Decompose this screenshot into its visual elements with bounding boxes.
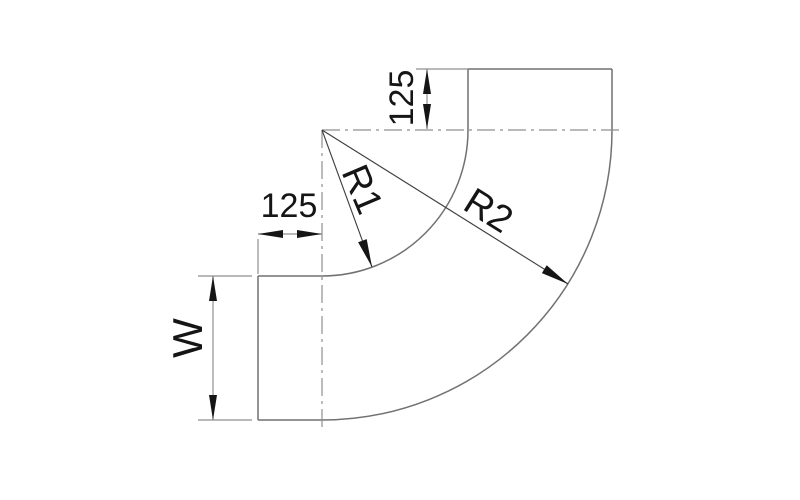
arrowhead-down-icon [209,395,217,420]
elbow-outline [257,68,613,421]
elbow-outer-contour [258,69,613,421]
radius-label-r2: R2 [456,181,519,242]
dimension-top-125: 125 [383,68,468,129]
dimension-width-w: W [164,275,252,421]
dim-label-left: 125 [261,187,318,225]
arrowhead-r1-icon [358,239,372,267]
radius-line-r2 [321,129,569,285]
dim-label-width: W [164,318,211,358]
radius-r1: R1 [321,129,391,268]
arrowhead-up-icon [209,276,217,301]
dimension-left-125: 125 [257,187,322,274]
arrowhead-up-icon [423,69,431,94]
elbow-inner-contour [258,69,469,277]
arrowhead-right-icon [297,230,322,238]
arrowhead-left-icon [258,230,283,238]
centerlines [321,129,622,432]
arrowhead-r2-icon [541,265,568,284]
radius-label-r1: R1 [333,159,391,220]
dim-label-top: 125 [383,70,421,127]
arrowhead-down-icon [423,104,431,129]
